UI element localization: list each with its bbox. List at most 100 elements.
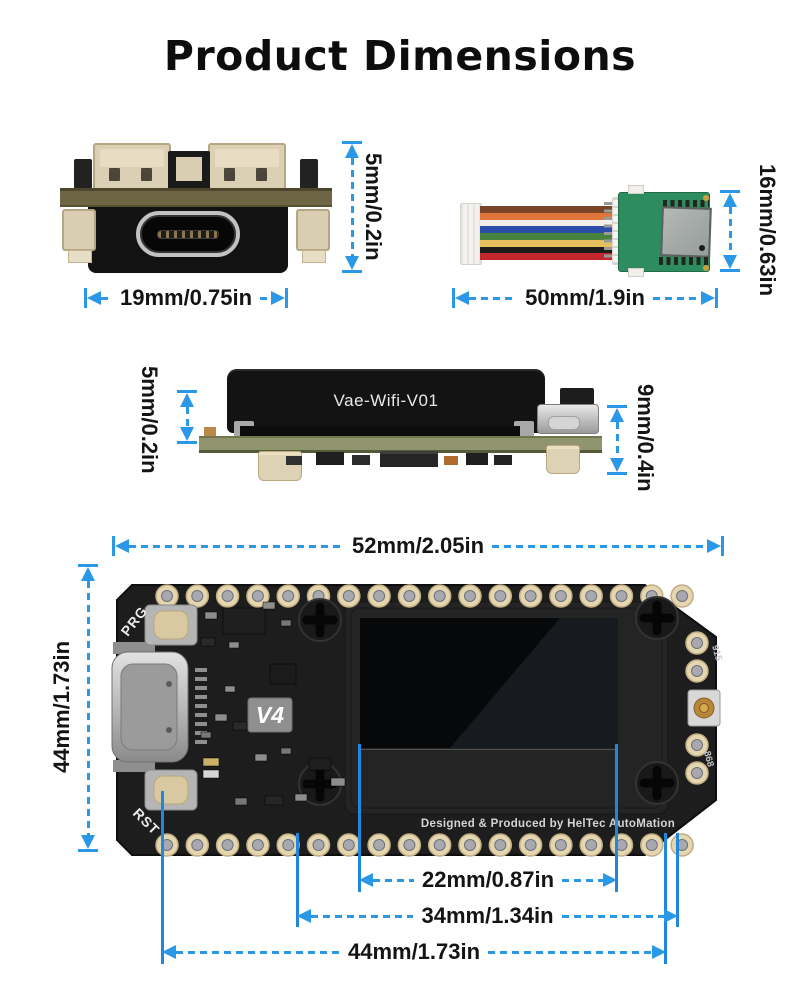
dim-dash: [185, 407, 189, 427]
pin-hole: [337, 833, 361, 857]
usb-c-connector: [111, 642, 189, 772]
dim-height-usb-side: [341, 141, 363, 273]
dim-cap: [721, 536, 725, 556]
dim-cap: [715, 288, 718, 308]
edge-component: [74, 159, 92, 189]
arrow-down-icon: [723, 255, 737, 269]
pin-hole: [549, 833, 573, 857]
smd-component: [280, 747, 292, 755]
smd-component: [202, 769, 220, 779]
arrow-up-icon: [610, 408, 624, 422]
arrow-left-icon: [87, 291, 101, 305]
pin-hole: [488, 584, 513, 608]
pin-hole: [579, 833, 603, 857]
connector-foot: [68, 250, 92, 263]
smd-component: [232, 721, 248, 731]
dim-width-usb-side-label: 19mm/0.75in: [119, 285, 253, 310]
dim-dash: [469, 296, 518, 300]
phillips-screw: [298, 598, 342, 642]
ufl-pin: [699, 703, 709, 713]
smd-component: [294, 793, 308, 802]
smd-component: [254, 753, 268, 762]
cable-wire: [480, 246, 614, 254]
dim-display-width-label: 22mm/0.87in: [421, 867, 555, 892]
jst-connector: [93, 143, 171, 190]
jst-connector: [208, 143, 286, 190]
usb-c-slot: [157, 229, 219, 239]
smd-component: [228, 641, 240, 649]
pin-hole: [518, 833, 543, 857]
dim-dash: [562, 878, 604, 882]
extension-line: [615, 744, 618, 892]
edge-component: [560, 388, 594, 405]
dim-cap: [84, 288, 87, 308]
edge-component: [300, 159, 318, 189]
dim-cap: [78, 564, 98, 567]
rst-button[interactable]: [144, 769, 198, 811]
dim-dash: [176, 950, 340, 954]
dim-frame-width-label: 34mm/1.34in: [421, 903, 554, 928]
dim-cap: [607, 405, 627, 408]
mount-tab: [628, 185, 644, 194]
glass-reflection: [450, 618, 618, 748]
gps-module-pcb: [618, 192, 712, 272]
dim-cap: [720, 269, 740, 272]
mount-tab: [628, 268, 644, 277]
dim-dash: [373, 878, 414, 882]
phillips-screw: [635, 596, 679, 640]
version-label: V4: [256, 702, 284, 728]
dim-width-cable-label: 50mm/1.9in: [525, 285, 645, 310]
version-badge-plate: [247, 697, 293, 733]
silkscreen-text: Designed & Produced by HelTec AutoMation: [421, 818, 675, 830]
usb-shell-inner: [120, 663, 178, 751]
antenna-connector: [687, 689, 721, 727]
pin-hole: [367, 584, 391, 608]
pin-hole: [640, 833, 664, 857]
ribbon-cable: [480, 206, 614, 260]
smd-component: [494, 455, 512, 465]
cable-wire: [480, 239, 614, 247]
pin-hole: [246, 833, 270, 857]
pin-hole: [306, 833, 331, 857]
corner-screws: [298, 596, 679, 806]
castellated-pads: [659, 257, 711, 265]
bottom-connector: [258, 451, 302, 481]
dim-height-profile-left: [176, 390, 198, 444]
dim-height-module: [719, 190, 741, 272]
pin-hole: [518, 584, 543, 608]
extension-line: [664, 833, 667, 964]
smd-component: [224, 685, 236, 693]
dim-display-width: 22mm/0.87in: [359, 867, 618, 892]
pin-hole: [685, 733, 709, 757]
center-connector: [168, 151, 210, 191]
dim-cap: [342, 141, 362, 144]
jst-connector-face: [215, 149, 279, 167]
smd-component: [202, 757, 220, 767]
smd-component: [466, 453, 488, 465]
pin-hole: [276, 833, 300, 857]
dim-cap: [112, 536, 115, 556]
arrow-right-icon: [652, 945, 667, 959]
arrow-right-icon: [271, 291, 286, 305]
arrow-up-icon: [345, 144, 359, 158]
cable-wire: [480, 219, 614, 227]
dim-cap: [452, 288, 455, 308]
dim-dash: [488, 950, 653, 954]
prg-button[interactable]: [144, 604, 198, 646]
cable-wire: [480, 206, 614, 213]
cable-wire: [480, 212, 614, 220]
connector-pin: [109, 168, 120, 181]
dim-cap: [78, 849, 98, 852]
freq-868-label: 868: [701, 750, 716, 768]
freq-915-label: 915: [709, 644, 724, 663]
smd-component: [352, 455, 370, 465]
cable-connector: [460, 203, 482, 265]
pcb-edge: [60, 188, 332, 207]
extension-line: [161, 791, 164, 964]
pin-hole: [685, 659, 709, 683]
version-badge: V4: [247, 697, 293, 733]
dim-dash: [86, 581, 90, 835]
dim-board-width: 52mm/2.05in: [112, 534, 725, 558]
pin-hole: [427, 584, 452, 608]
pin-hole: [185, 833, 210, 857]
